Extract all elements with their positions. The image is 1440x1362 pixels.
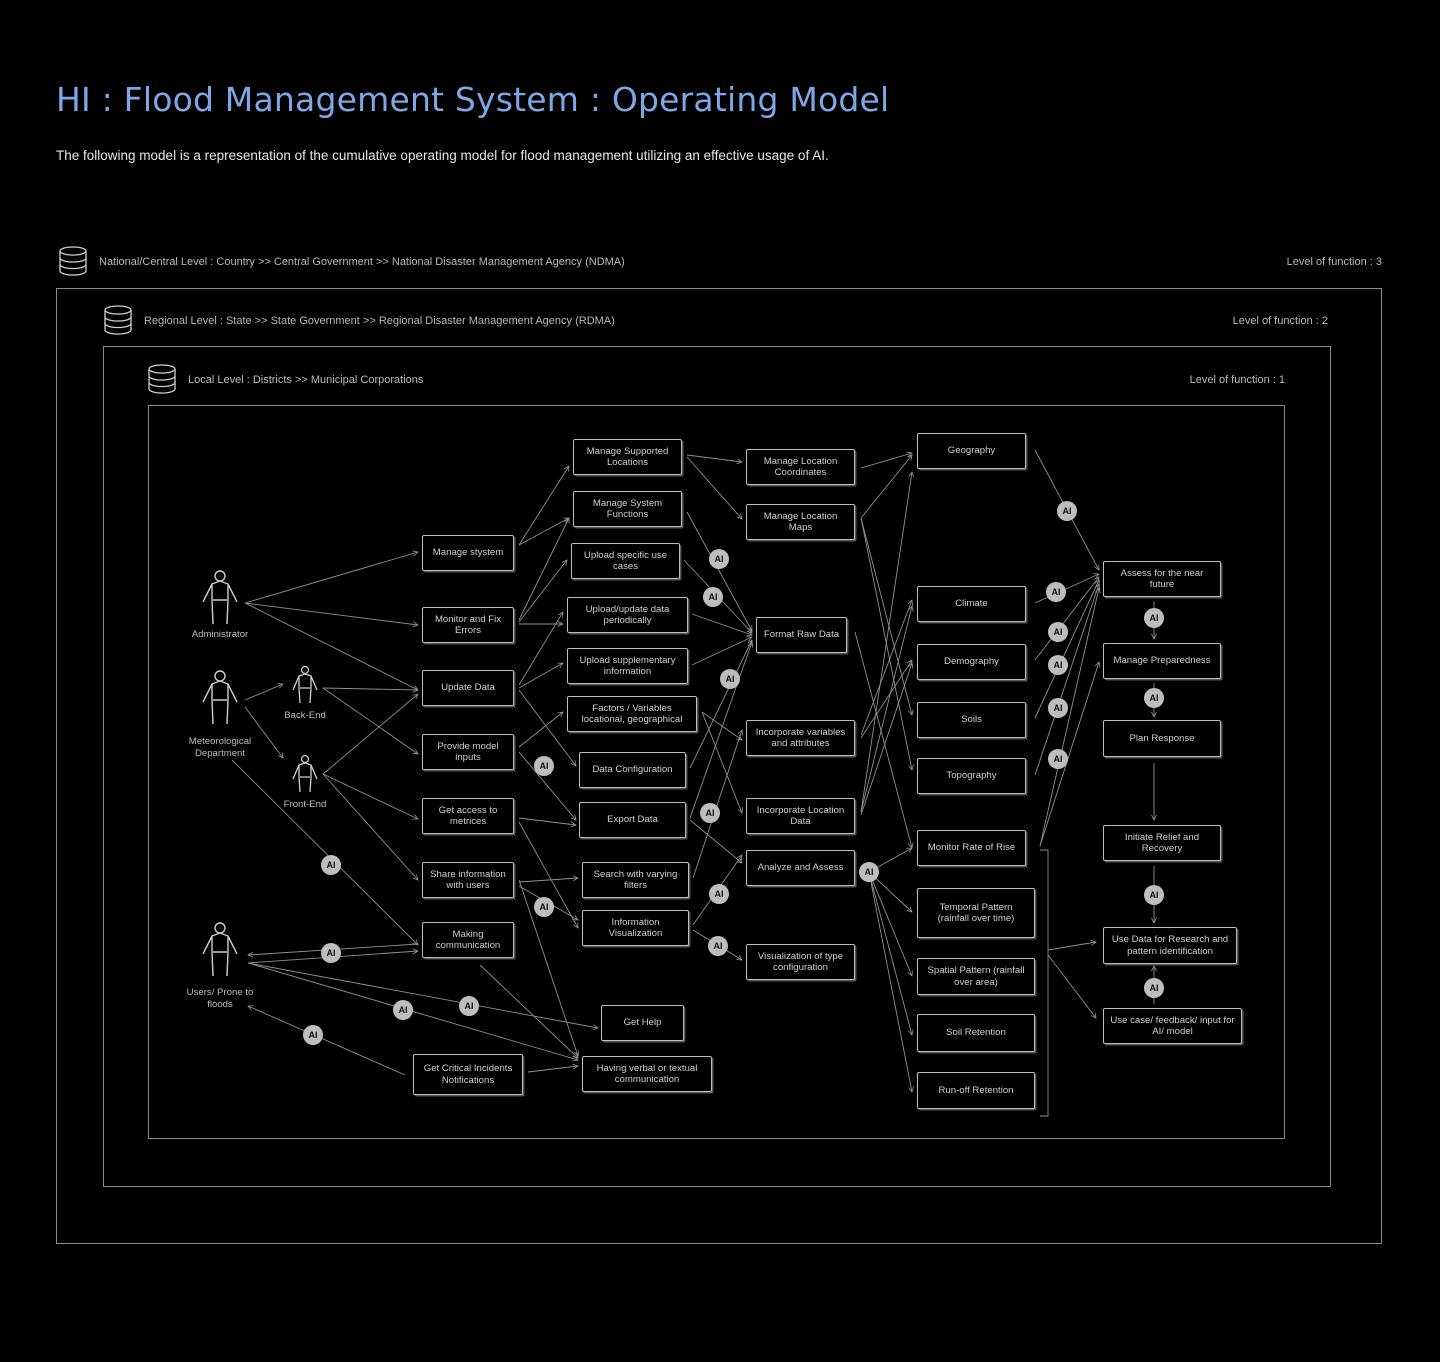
ai-badge: AI — [534, 897, 554, 917]
ai-badge: AI — [459, 996, 479, 1016]
national-database-icon — [59, 246, 87, 276]
frontend-actor-icon — [292, 754, 318, 793]
node-making-communication[interactable]: Making communication — [422, 922, 514, 958]
node-soil-retention[interactable]: Soil Retention — [917, 1014, 1035, 1052]
node-update-data[interactable]: Update Data — [422, 670, 514, 706]
ai-badge: AI — [303, 1025, 323, 1045]
ai-badge: AI — [1144, 978, 1164, 998]
node-search-filters[interactable]: Search with varying filters — [582, 862, 689, 898]
ai-badge: AI — [709, 549, 729, 569]
ai-badge: AI — [1057, 501, 1077, 521]
node-get-help[interactable]: Get Help — [601, 1005, 684, 1041]
ai-badge: AI — [708, 936, 728, 956]
national-level-function: Level of function : 3 — [1286, 256, 1382, 268]
local-level-function: Level of function : 1 — [1189, 374, 1285, 386]
node-runoff-retention[interactable]: Run-off Retention — [917, 1072, 1035, 1109]
local-level-frame — [148, 405, 1285, 1139]
node-plan-response[interactable]: Plan Response — [1103, 720, 1221, 757]
node-upload-periodically[interactable]: Upload/update data periodically — [567, 597, 688, 633]
ai-badge: AI — [1048, 655, 1068, 675]
users-actor-icon — [202, 922, 238, 977]
node-incorporate-variables[interactable]: Incorporate variables and attributes — [746, 720, 855, 756]
node-soils[interactable]: Soils — [917, 702, 1026, 738]
node-monitor-rate-rise[interactable]: Monitor Rate of Rise — [917, 830, 1026, 866]
ai-badge: AI — [321, 943, 341, 963]
node-critical-notifications[interactable]: Get Critical Incidents Notifications — [413, 1054, 523, 1095]
node-upload-use-cases[interactable]: Upload specific use cases — [571, 543, 680, 579]
ai-badge: AI — [321, 855, 341, 875]
node-spatial-pattern[interactable]: Spatial Pattern (rainfall over area) — [917, 958, 1035, 995]
node-verbal-communication[interactable]: Having verbal or textual communication — [582, 1056, 712, 1092]
node-monitor-fix-errors[interactable]: Monitor and Fix Errors — [422, 607, 514, 643]
local-database-icon — [148, 364, 176, 394]
node-factors-variables[interactable]: Factors / Variables locational, geograph… — [567, 696, 697, 732]
node-visualization-type[interactable]: Visualization of type configuration — [746, 944, 855, 980]
node-relief-recovery[interactable]: Initiate Relief and Recovery — [1103, 825, 1221, 861]
node-location-maps[interactable]: Manage Location Maps — [746, 504, 855, 540]
node-format-raw-data[interactable]: Format Raw Data — [756, 617, 847, 653]
node-access-metrices[interactable]: Get access to metrices — [422, 798, 514, 834]
ai-badge: AI — [859, 862, 879, 882]
node-upload-supplementary[interactable]: Upload supplementary information — [567, 648, 688, 684]
national-level-frame — [56, 288, 1382, 1244]
node-information-visualization[interactable]: Information Visualization — [582, 910, 689, 946]
ai-badge: AI — [700, 803, 720, 823]
node-assess-near-future[interactable]: Assess for the near future — [1103, 561, 1221, 597]
node-geography[interactable]: Geography — [917, 433, 1026, 469]
node-manage-supported-locations[interactable]: Manage Supported Locations — [573, 439, 682, 475]
regional-database-icon — [104, 305, 132, 335]
node-research-patterns[interactable]: Use Data for Research and pattern identi… — [1103, 927, 1237, 964]
node-topography[interactable]: Topography — [917, 758, 1026, 794]
node-feedback-model[interactable]: Use case/ feedback/ input for AI/ model — [1103, 1008, 1242, 1044]
node-incorporate-location[interactable]: Incorporate Location Data — [746, 798, 855, 834]
ai-badge: AI — [703, 587, 723, 607]
page-title: HI : Flood Management System : Operating… — [56, 80, 890, 119]
ai-badge: AI — [1144, 608, 1164, 628]
node-provide-model-inputs[interactable]: Provide model inputs — [422, 734, 514, 770]
ai-badge: AI — [720, 669, 740, 689]
national-level-label: National/Central Level : Country >> Cent… — [99, 256, 625, 268]
ai-badge: AI — [1048, 622, 1068, 642]
node-manage-system-functions[interactable]: Manage System Functions — [573, 491, 682, 527]
frontend-label: Front-End — [283, 799, 327, 810]
regional-level-label: Regional Level : State >> State Governme… — [144, 315, 615, 327]
node-manage-system[interactable]: Manage stystem — [422, 535, 514, 571]
meteorological-label: Meteorological Department — [188, 736, 252, 759]
ai-badge: AI — [709, 884, 729, 904]
node-share-information[interactable]: Share information with users — [422, 862, 514, 898]
regional-level-frame — [103, 346, 1331, 1187]
node-analyze-assess[interactable]: Analyze and Assess — [746, 850, 855, 886]
ai-badge: AI — [1144, 688, 1164, 708]
node-data-configuration[interactable]: Data Configuration — [579, 752, 686, 788]
users-label: Users/ Prone to floods — [186, 987, 254, 1010]
backend-label: Back-End — [284, 710, 326, 721]
meteorological-actor-icon — [202, 670, 238, 725]
ai-badge: AI — [393, 1000, 413, 1020]
node-temporal-pattern[interactable]: Temporal Pattern (rainfall over time) — [917, 888, 1035, 938]
administrator-actor-icon — [202, 570, 238, 625]
administrator-label: Administrator — [191, 629, 249, 640]
node-location-coordinates[interactable]: Manage Location Coordinates — [746, 449, 855, 485]
node-manage-preparedness[interactable]: Manage Preparedness — [1103, 643, 1221, 679]
regional-level-function: Level of function : 2 — [1232, 315, 1328, 327]
node-demography[interactable]: Demography — [917, 644, 1026, 680]
local-level-label: Local Level : Districts >> Municipal Cor… — [188, 374, 424, 386]
ai-badge: AI — [1048, 698, 1068, 718]
ai-badge: AI — [1048, 749, 1068, 769]
node-climate[interactable]: Climate — [917, 586, 1026, 622]
page-subtitle: The following model is a representation … — [56, 148, 829, 163]
backend-actor-icon — [292, 665, 318, 704]
node-export-data[interactable]: Export Data — [579, 802, 686, 838]
ai-badge: AI — [1046, 582, 1066, 602]
ai-badge: AI — [1144, 885, 1164, 905]
ai-badge: AI — [534, 756, 554, 776]
